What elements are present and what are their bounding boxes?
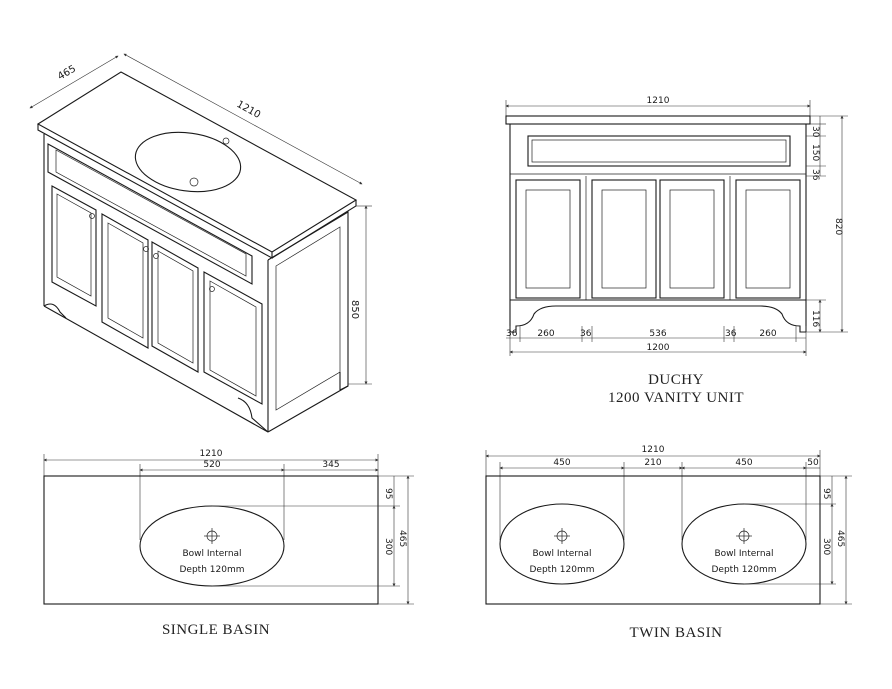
front-elevation: 1210 bbox=[505, 96, 848, 406]
iso-basin bbox=[134, 131, 242, 193]
iso-width-label: 1210 bbox=[235, 99, 263, 121]
front-doors bbox=[515, 176, 801, 300]
twin-bowl-right-text-2: Depth 120mm bbox=[712, 565, 777, 575]
front-plinth-h: 116 bbox=[810, 310, 820, 327]
title-line-2: 1200 VANITY UNIT bbox=[608, 390, 744, 406]
twin-waste-icon-left bbox=[554, 528, 570, 544]
twin-waste-icon-right bbox=[736, 528, 752, 544]
front-overall-h: 820 bbox=[833, 218, 843, 235]
front-top-thk: 30 bbox=[810, 126, 820, 138]
single-bowl-text-2: Depth 120mm bbox=[180, 565, 245, 575]
base-dim-4: 536 bbox=[649, 329, 666, 339]
twin-bowl-left-text-2: Depth 120mm bbox=[530, 565, 595, 575]
front-door-2 bbox=[591, 179, 657, 299]
iso-door-3 bbox=[151, 241, 199, 373]
twin-bowl-left bbox=[499, 503, 625, 585]
twin-mid-label: 210 bbox=[644, 458, 661, 468]
base-dim-5: 36 bbox=[725, 329, 737, 339]
base-dim-1: 36 bbox=[506, 329, 518, 339]
front-door-3 bbox=[659, 179, 725, 299]
base-dim-3: 36 bbox=[580, 329, 592, 339]
twin-countertop bbox=[485, 475, 821, 605]
front-door-4 bbox=[735, 179, 801, 299]
single-width-label: 1210 bbox=[200, 449, 223, 459]
single-offset-label: 95 bbox=[383, 488, 393, 499]
twin-offset-label: 95 bbox=[821, 488, 831, 499]
title-line-1: DUCHY bbox=[648, 372, 704, 388]
twin-width-label: 1210 bbox=[642, 445, 665, 455]
base-dim-2: 260 bbox=[537, 329, 554, 339]
iso-height-label: 850 bbox=[349, 300, 360, 319]
iso-depth-label: 465 bbox=[56, 64, 78, 83]
single-countertop bbox=[43, 475, 379, 605]
twin-bowl-depth: 300 bbox=[821, 538, 831, 555]
twin-left-label: 450 bbox=[553, 458, 570, 468]
single-bowl-depth: 300 bbox=[383, 538, 393, 555]
single-depth-label: 465 bbox=[397, 530, 407, 547]
front-drawer bbox=[527, 135, 791, 167]
iso-side-panel bbox=[267, 211, 349, 433]
single-left-label: 520 bbox=[203, 460, 220, 470]
front-gap-h: 36 bbox=[810, 169, 820, 181]
single-basin-plan: 1210 520 345 Bowl Internal Depth 120mm 9… bbox=[43, 449, 414, 638]
front-base-width: 1200 bbox=[647, 343, 670, 353]
twin-bowl-left-text-1: Bowl Internal bbox=[532, 549, 591, 559]
single-waste-icon bbox=[204, 528, 220, 544]
front-plinth bbox=[510, 305, 806, 333]
single-right-label: 345 bbox=[322, 460, 339, 470]
isometric-view: 465 1210 850 bbox=[29, 53, 372, 433]
iso-door-2 bbox=[101, 213, 149, 349]
twin-bowl-right-text-1: Bowl Internal bbox=[714, 549, 773, 559]
iso-door-1 bbox=[51, 185, 97, 307]
iso-countertop bbox=[36, 71, 358, 253]
iso-door-4 bbox=[203, 271, 263, 405]
twin-right-label: 450 bbox=[735, 458, 752, 468]
front-top-width: 1210 bbox=[647, 96, 670, 106]
single-caption: SINGLE BASIN bbox=[162, 622, 270, 638]
twin-depth-label: 465 bbox=[835, 530, 845, 547]
twin-edge-label: 50 bbox=[807, 458, 819, 468]
base-dim-6: 260 bbox=[759, 329, 776, 339]
front-countertop bbox=[505, 115, 811, 125]
front-drawer-h: 150 bbox=[810, 144, 820, 161]
single-bowl-text-1: Bowl Internal bbox=[182, 549, 241, 559]
iso-drawer bbox=[47, 143, 253, 285]
twin-caption: TWIN BASIN bbox=[630, 625, 723, 641]
twin-basin-plan: 1210 450 210 450 50 Bowl Internal Depth … bbox=[485, 445, 852, 641]
front-door-1 bbox=[515, 179, 581, 299]
